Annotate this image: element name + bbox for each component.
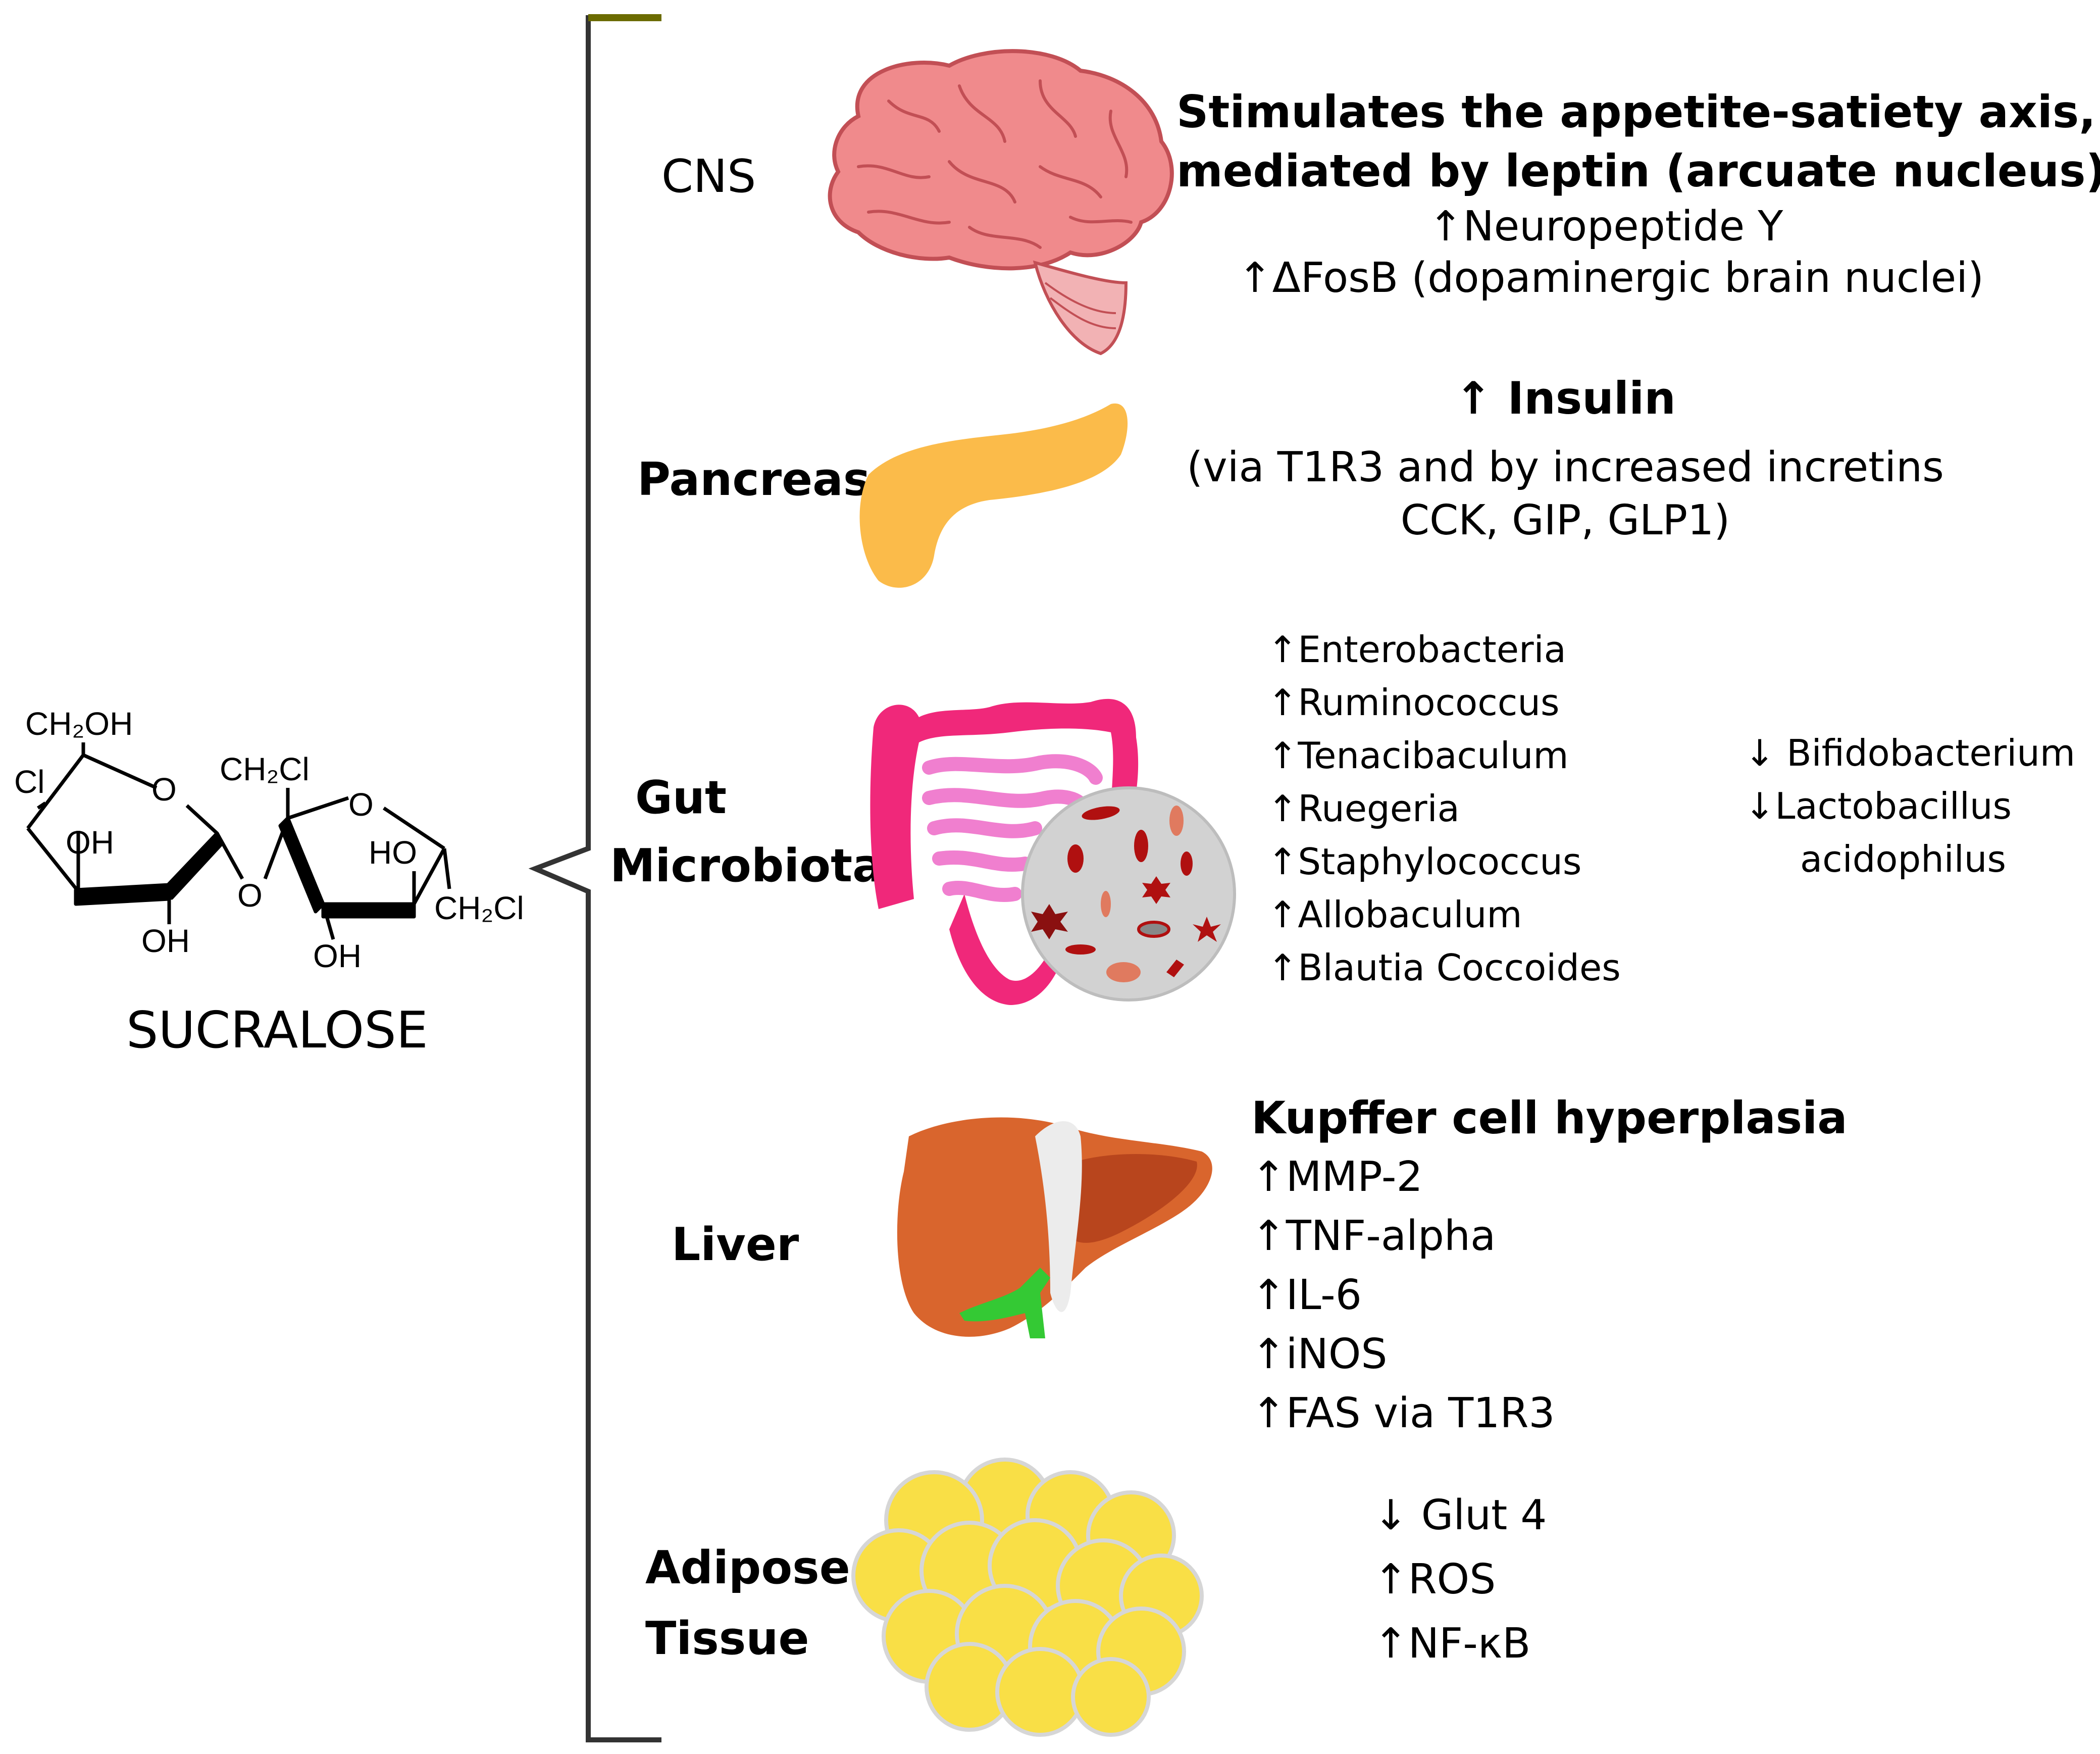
pancreas-effect-line1: (via T1R3 and by increased incretins bbox=[1187, 443, 1944, 491]
organ-label-cns: CNS bbox=[661, 150, 756, 203]
organ-label-gut: Gut bbox=[635, 771, 727, 824]
liver-effect-item: ↑FAS via T1R3 bbox=[1251, 1389, 1555, 1437]
liver-effect-item: ↑IL-6 bbox=[1251, 1271, 1362, 1319]
pancreas-effect-title: ↑ Insulin bbox=[1455, 372, 1676, 424]
cl-group: Cl bbox=[14, 764, 44, 800]
gut-increased-item: ↑Allobaculum bbox=[1267, 893, 1522, 936]
gut-increased-item: ↑Tenacibaculum bbox=[1267, 734, 1569, 777]
gut-decreased-bifidobacterium: ↓ Bifidobacterium bbox=[1745, 732, 2076, 774]
gut-increased-item: ↑Ruminococcus bbox=[1267, 681, 1560, 724]
liver-effect-title: Kupffer cell hyperplasia bbox=[1251, 1092, 1848, 1144]
ho-ring-group: HO bbox=[369, 834, 417, 871]
gut-increased-item: ↑Blautia Coccoides bbox=[1267, 946, 1621, 989]
organ-label-microbiota: Microbiota bbox=[610, 839, 883, 892]
organ-label-tissue: Tissue bbox=[645, 1612, 809, 1665]
liver-effect-item: ↑MMP-2 bbox=[1251, 1153, 1423, 1201]
cns-effect-line1: Stimulates the appetite-satiety axis, bbox=[1176, 86, 2096, 138]
gut-decreased-acidophilus: acidophilus bbox=[1800, 838, 2006, 880]
cns-effect-line2: mediated by leptin (arcuate nucleus) bbox=[1176, 145, 2100, 197]
liver-effect-item: ↑iNOS bbox=[1251, 1330, 1388, 1378]
ring-oxygen-2: O bbox=[348, 786, 374, 823]
adipose-effect-list: ↓ Glut 4 ↑ROS ↑NF-κB bbox=[1373, 1495, 1547, 1687]
oh-ring-group: OH bbox=[66, 824, 114, 861]
gut-increased-list: ↑Enterobacteria ↑Ruminococcus ↑Tenacibac… bbox=[1267, 631, 1621, 1003]
cns-effect-line4: ↑ΔFosB (dopaminergic brain nuclei) bbox=[1238, 254, 1984, 302]
oh-bottom-right-group: OH bbox=[313, 938, 362, 974]
gut-increased-item: ↑Staphylococcus bbox=[1267, 840, 1582, 883]
adipose-effect-item: ↑ROS bbox=[1373, 1556, 1496, 1603]
gut-increased-item: ↑Enterobacteria bbox=[1267, 628, 1566, 671]
gut-decreased-lactobacillus: ↓Lactobacillus bbox=[1745, 785, 2012, 827]
ch2cl-right-group: CH₂Cl bbox=[434, 890, 524, 926]
ring-oxygen-1: O bbox=[151, 771, 177, 808]
liver-effect-item: ↑TNF-alpha bbox=[1251, 1212, 1496, 1260]
adipose-effect-item: ↓ Glut 4 bbox=[1373, 1491, 1547, 1539]
adipose-effect-item: ↑NF-κB bbox=[1373, 1620, 1531, 1668]
molecule-name: SUCRALOSE bbox=[126, 1000, 428, 1060]
bridge-oxygen: O bbox=[237, 877, 263, 914]
oh-bottom-left-group: OH bbox=[141, 923, 190, 959]
organ-label-adipose: Adipose bbox=[645, 1541, 850, 1594]
liver-effect-list: ↑MMP-2 ↑TNF-alpha ↑IL-6 ↑iNOS ↑FAS via T… bbox=[1251, 1157, 1555, 1452]
organ-label-pancreas: Pancreas bbox=[637, 453, 870, 506]
cns-effect-line3: ↑Neuropeptide Y bbox=[1428, 203, 1783, 250]
organ-label-liver: Liver bbox=[672, 1218, 799, 1271]
gut-increased-item: ↑Ruegeria bbox=[1267, 787, 1460, 830]
ch2cl-top-group: CH₂Cl bbox=[220, 751, 310, 787]
pancreas-effect-line2: CCK, GIP, GLP1) bbox=[1400, 496, 1730, 544]
ch2oh-group: CH₂OH bbox=[25, 706, 133, 742]
